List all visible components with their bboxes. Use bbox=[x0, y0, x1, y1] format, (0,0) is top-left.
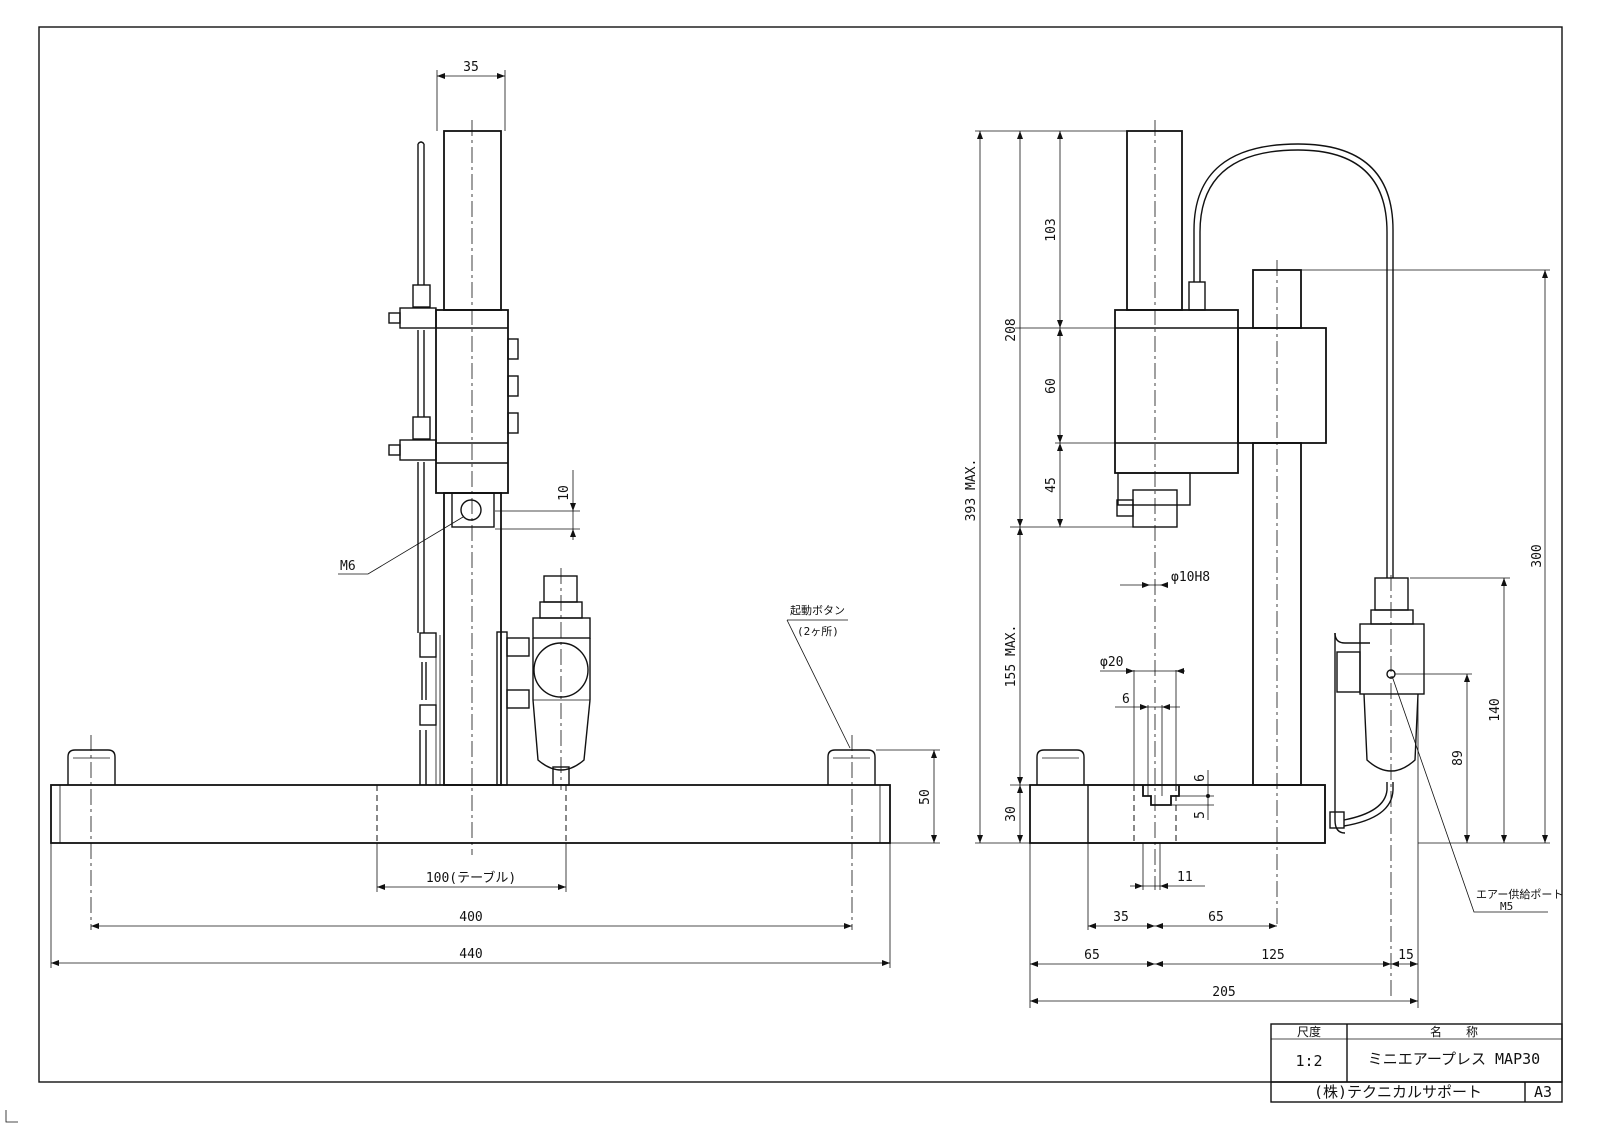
dim-slot-11: 11 bbox=[1130, 843, 1205, 890]
slot-5-text: 5 bbox=[1193, 811, 1208, 819]
side-89-text: 89 bbox=[1451, 750, 1466, 766]
side-vertical-dims: 393 MAX. 208 103 60 45 155 MAX. 30 bbox=[964, 130, 1133, 844]
scale-label: 尺度 bbox=[1297, 1024, 1321, 1039]
dim-front-400-text: 400 bbox=[459, 910, 482, 925]
front-start-button-right bbox=[827, 749, 876, 785]
dim-side-35-65: 35 65 bbox=[1087, 843, 1277, 930]
dim-side-right: 300 140 89 bbox=[1301, 269, 1550, 844]
bore-text: φ10H8 bbox=[1171, 570, 1210, 585]
dim-front-50: 50 bbox=[876, 749, 940, 844]
air-hose bbox=[1193, 143, 1394, 578]
dim-front-440-text: 440 bbox=[459, 947, 482, 962]
front-column bbox=[443, 492, 502, 786]
dim-side-65-125-15: 65 125 15 bbox=[1029, 694, 1419, 1008]
side-125-text: 125 bbox=[1261, 948, 1284, 963]
title-block: 尺度 名 称 1:2 ミニエアープレス MAP30 (株)テクニカルサポート A… bbox=[1270, 1023, 1563, 1103]
dim-bore: φ10H8 bbox=[1120, 570, 1210, 588]
side-base-plate bbox=[1029, 784, 1326, 844]
dim-dia20: φ20 bbox=[1100, 655, 1185, 785]
dim-front-100-text: 100(テーブル) bbox=[426, 870, 516, 886]
side-205-text: 205 bbox=[1212, 985, 1235, 1000]
side-140-text: 140 bbox=[1488, 698, 1503, 721]
side-15-text: 15 bbox=[1398, 948, 1414, 963]
dim-393-text: 393 MAX. bbox=[964, 459, 979, 522]
dim-slot-depth: 6 5 bbox=[1172, 770, 1214, 820]
sheet-size: A3 bbox=[1534, 1083, 1552, 1101]
dim-155-text: 155 MAX. bbox=[1004, 625, 1019, 688]
side-65a-text: 65 bbox=[1084, 948, 1100, 963]
front-view: 35 10 M6 100(テーブル) bbox=[50, 60, 940, 968]
side-filter-regulator bbox=[1329, 577, 1425, 834]
dim-30-text: 30 bbox=[1004, 806, 1019, 822]
side-35-text: 35 bbox=[1113, 910, 1129, 925]
corner-mark bbox=[5, 1110, 18, 1123]
name-label: 名 称 bbox=[1430, 1024, 1478, 1039]
sheet-border bbox=[38, 26, 1563, 1083]
m6-bolt-hole bbox=[460, 499, 482, 521]
dim-45-text: 45 bbox=[1044, 477, 1059, 493]
dim-side-205: 205 bbox=[1030, 985, 1418, 1004]
dim-front-10: 10 bbox=[495, 470, 580, 540]
m6-callout: M6 bbox=[338, 516, 464, 575]
side-65b-text: 65 bbox=[1208, 910, 1224, 925]
side-arm bbox=[1237, 327, 1327, 444]
side-cylinder-body bbox=[1114, 309, 1239, 474]
start-button-text: 起動ボタン bbox=[790, 603, 845, 617]
side-cylinder-top bbox=[1126, 130, 1183, 311]
dim-front-35-text: 35 bbox=[463, 60, 479, 75]
product-name: ミニエアープレス MAP30 bbox=[1368, 1050, 1540, 1068]
m6-text: M6 bbox=[340, 559, 356, 574]
air-port-text: エアー供給ポート bbox=[1476, 887, 1563, 901]
company-name: (株)テクニカルサポート bbox=[1314, 1083, 1482, 1101]
front-sensor-tube bbox=[388, 141, 437, 785]
start-button-count: (2ヶ所) bbox=[797, 625, 839, 638]
dim-60-text: 60 bbox=[1044, 378, 1059, 394]
front-clamp bbox=[451, 492, 495, 528]
dim-208-text: 208 bbox=[1004, 318, 1019, 341]
dia20-text: φ20 bbox=[1100, 655, 1123, 670]
side-start-button bbox=[1036, 749, 1085, 785]
dim-front-35: 35 bbox=[436, 60, 506, 131]
start-button-callout: 起動ボタン (2ヶ所) bbox=[786, 603, 851, 749]
air-port-callout: エアー供給ポート M5 bbox=[1391, 675, 1563, 913]
slot-6w-text: 6 bbox=[1122, 692, 1130, 707]
dim-front-100: 100(テーブル) bbox=[376, 843, 567, 892]
dim-front-400: 400 bbox=[91, 910, 852, 929]
dim-front-10-text: 10 bbox=[557, 485, 572, 501]
dim-slot-6w: 6 bbox=[1115, 692, 1180, 796]
front-filter-regulator bbox=[496, 575, 591, 786]
scale-value: 1:2 bbox=[1295, 1052, 1322, 1070]
front-cylinder-top bbox=[443, 130, 502, 311]
dim-103-text: 103 bbox=[1044, 218, 1059, 241]
air-port-thread: M5 bbox=[1500, 900, 1513, 913]
front-base-plate bbox=[50, 784, 891, 844]
front-start-button-left bbox=[67, 749, 116, 785]
side-300-text: 300 bbox=[1530, 544, 1545, 567]
slot-6h-text: 6 bbox=[1193, 774, 1208, 782]
dim-front-440: 440 bbox=[50, 843, 891, 968]
dim-front-50-text: 50 bbox=[918, 789, 933, 805]
slot-11-text: 11 bbox=[1177, 870, 1193, 885]
side-view: 393 MAX. 208 103 60 45 155 MAX. 30 bbox=[964, 120, 1563, 1008]
